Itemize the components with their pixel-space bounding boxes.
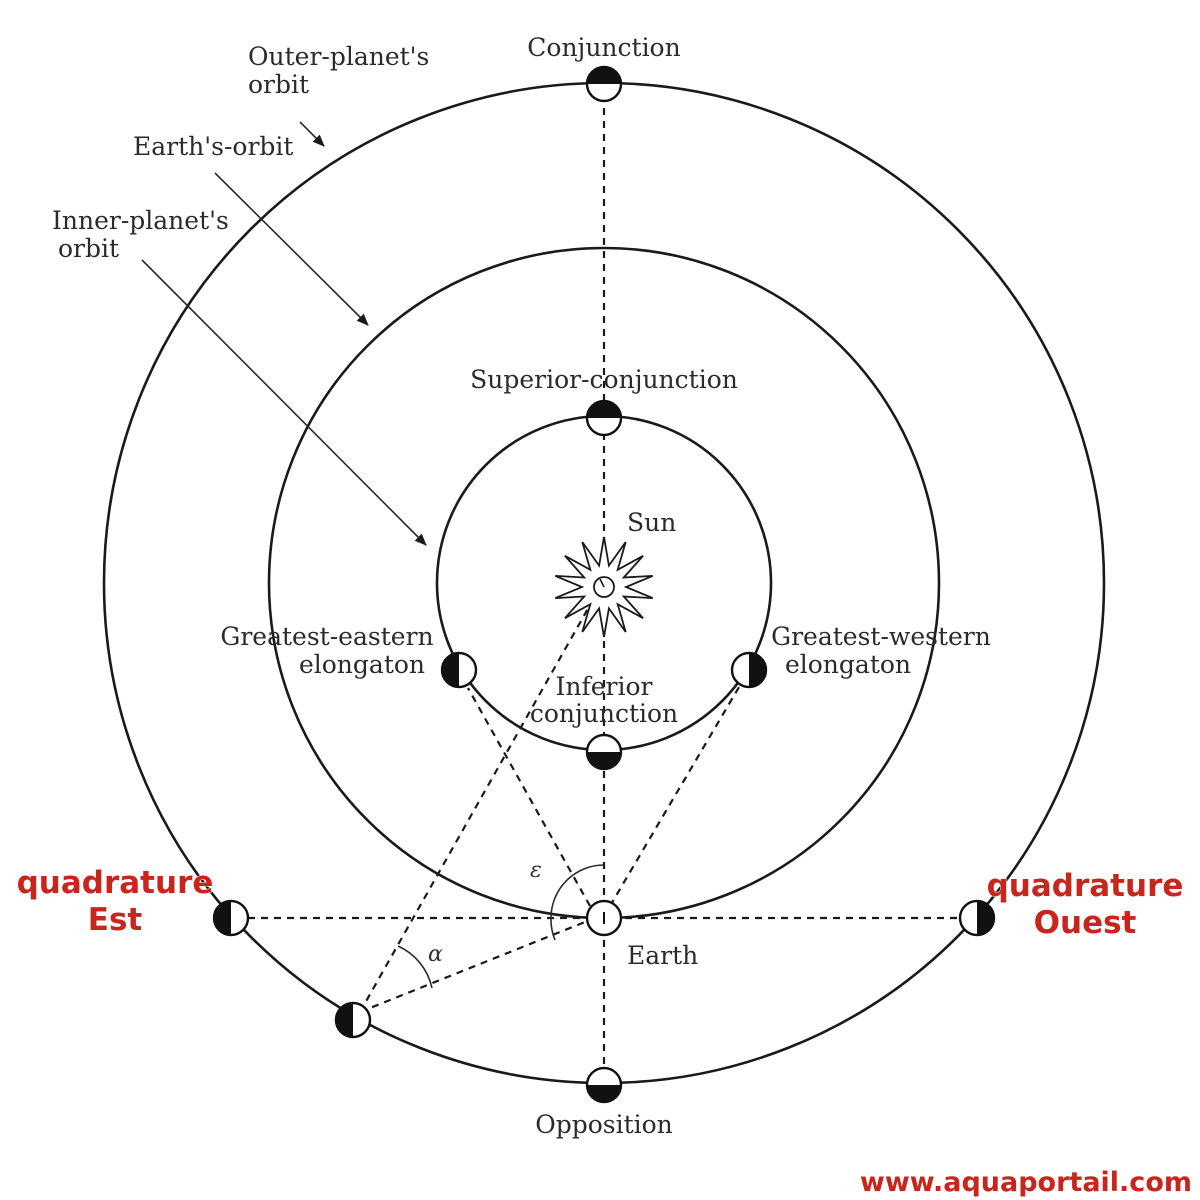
earth-orbit-label: Earth's-orbit	[133, 132, 293, 161]
superior-conjunction-planet	[585, 399, 623, 437]
elongation-planet	[334, 1001, 372, 1039]
sun-label: Sun	[627, 508, 676, 537]
quadrature-west-label-line1: quadrature	[987, 868, 1184, 904]
sun-icon	[554, 536, 654, 638]
outer-orbit-pointer	[299, 121, 325, 147]
quadrature-west-planet	[958, 899, 996, 937]
earth-western-elongation-line	[609, 681, 743, 907]
quadrature-east-planet	[212, 899, 250, 937]
greatest-western-label-line1: Greatest-western	[771, 622, 991, 651]
inferior-conjunction-label-line1: Inferior	[556, 672, 653, 701]
inner-orbit-label-line2: orbit	[58, 234, 119, 263]
watermark: www.aquaportail.com	[860, 1167, 1192, 1198]
inferior-conjunction-label-line2: conjunction	[530, 699, 678, 728]
quadrature-west-label-line2: Ouest	[1034, 905, 1137, 941]
earth-eastern-elongation-line	[467, 687, 591, 907]
inferior-conjunction-planet	[585, 733, 623, 771]
earth-orbit-pointer	[214, 172, 369, 326]
opposition-label: Opposition	[535, 1110, 673, 1139]
earth-label: Earth	[627, 941, 698, 970]
greatest-western-planet	[730, 651, 768, 689]
greatest-eastern-label-line2: elongaton	[299, 650, 425, 679]
conjunction-label: Conjunction	[527, 33, 680, 62]
conjunction-planet	[585, 65, 623, 103]
earth-planet	[585, 899, 623, 937]
greatest-western-label-line2: elongaton	[785, 650, 911, 679]
epsilon-angle-arc	[550, 864, 605, 941]
epsilon-label: ε	[530, 858, 542, 883]
superior-conjunction-label: Superior-conjunction	[470, 365, 738, 394]
opposition-planet	[585, 1066, 623, 1104]
planet-earth-line	[359, 918, 591, 1014]
alpha-angle-arc	[397, 945, 433, 989]
greatest-eastern-label-line1: Greatest-eastern	[220, 622, 433, 651]
planet-sun-line	[359, 597, 595, 1013]
inner-orbit-pointer	[141, 259, 427, 546]
outer-orbit-label-line1: Outer-planet's	[248, 42, 429, 71]
quadrature-east-label-line2: Est	[88, 902, 143, 938]
alpha-label: α	[428, 942, 443, 967]
inner-orbit-label-line1: Inner-planet's	[52, 206, 229, 235]
quadrature-east-label-line1: quadrature	[17, 865, 214, 901]
outer-orbit-label-line2: orbit	[248, 70, 309, 99]
greatest-eastern-planet	[440, 651, 478, 689]
